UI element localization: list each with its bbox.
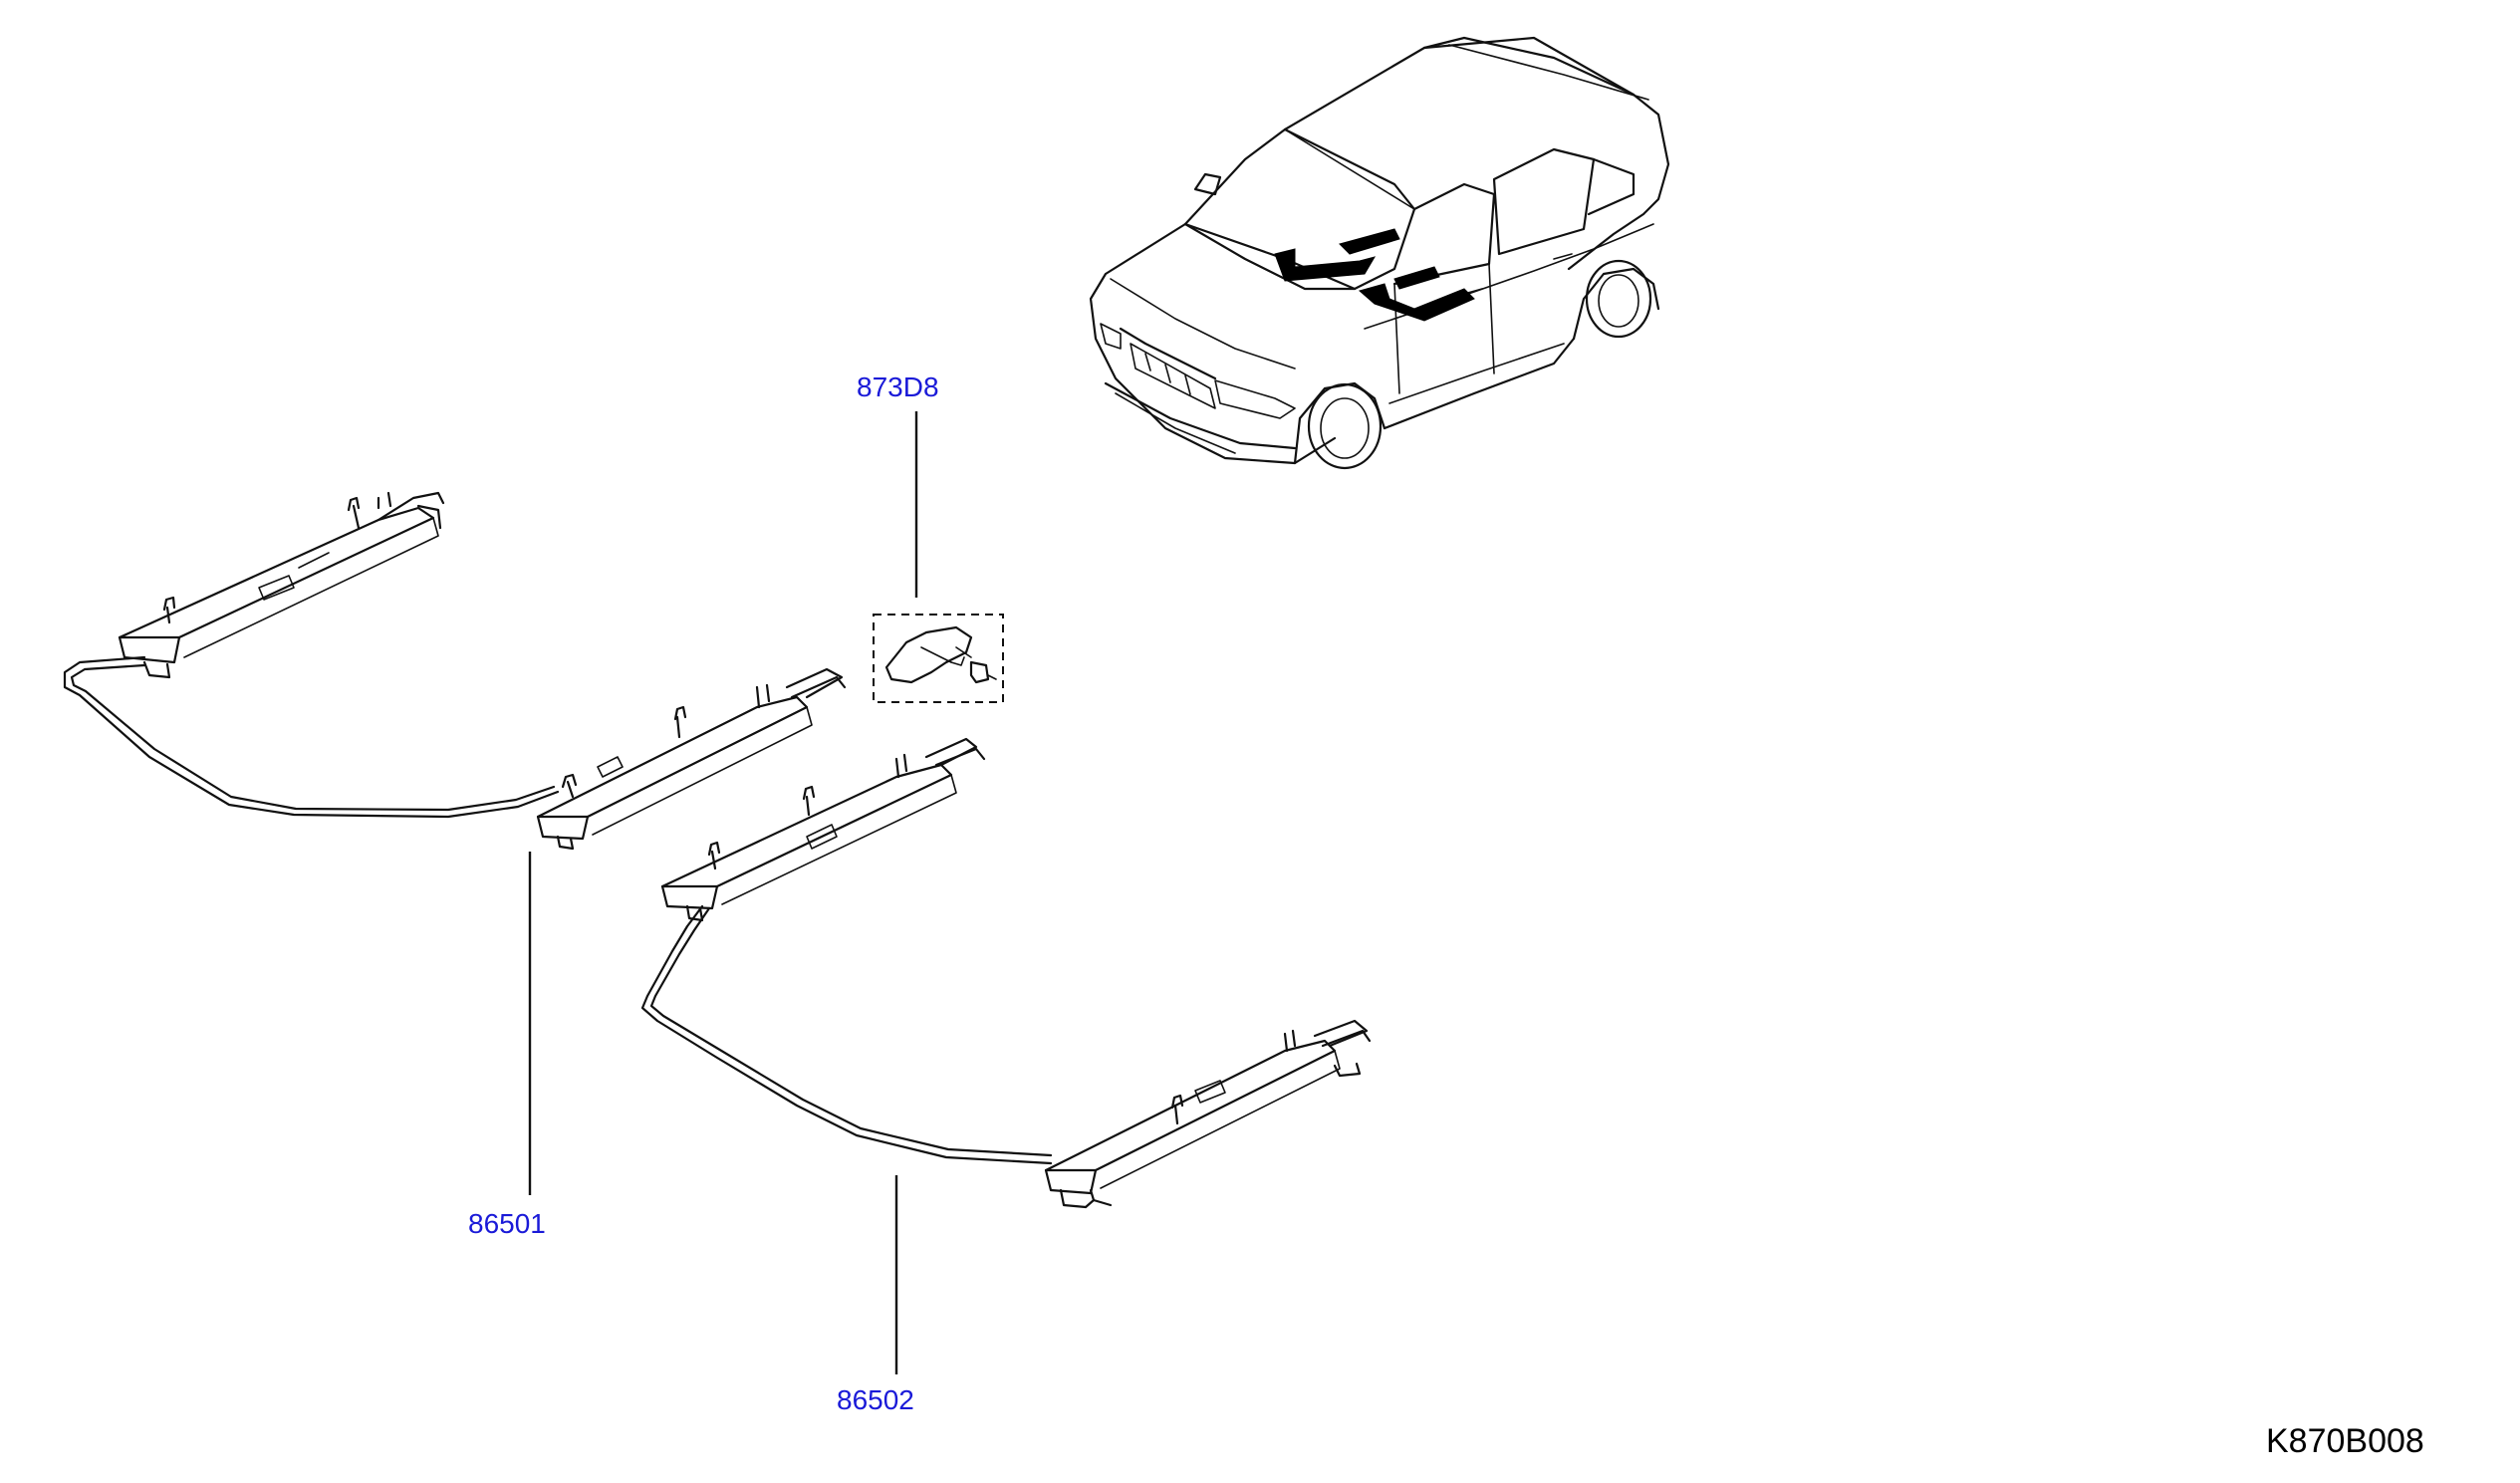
callout-right-assembly: 86502: [837, 1384, 914, 1415]
vehicle-illustration: [1089, 36, 1670, 470]
callout-sensor: 873D8: [857, 371, 939, 402]
callout-left-assembly: 86501: [468, 1208, 546, 1239]
sensor-part: [873, 411, 1004, 703]
right-seat-rail-assembly: [640, 737, 1372, 1374]
left-seat-rail-assembly: [63, 491, 847, 1195]
diagram-reference-code: K870B008: [2266, 1422, 2424, 1460]
